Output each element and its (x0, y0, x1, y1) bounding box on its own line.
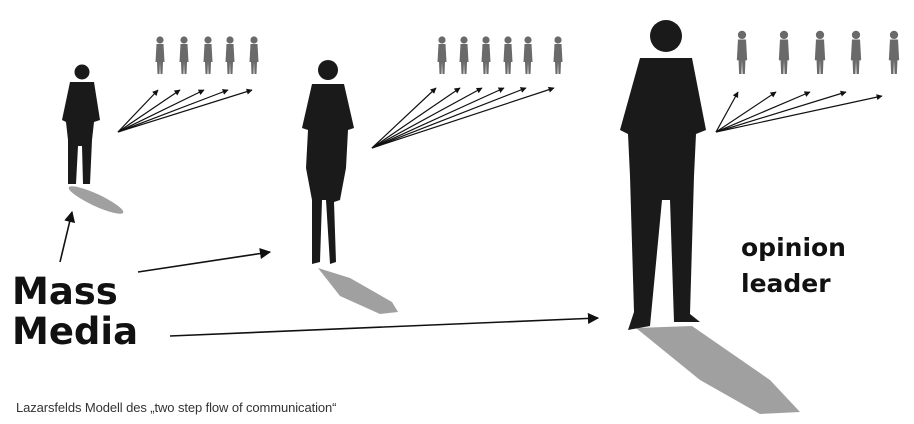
arrow-to-leader-3 (169, 312, 600, 337)
shadow-2 (318, 268, 398, 314)
arrows-to-followers-1 (117, 88, 253, 133)
followers-group-2 (437, 36, 563, 74)
caption: Lazarsfelds Modell des „two step flow of… (16, 400, 337, 415)
mass-media-label: Mass Media (12, 272, 138, 352)
opinion-leader-label: opinion leader (741, 230, 846, 302)
opinion-leader-figure-1 (62, 64, 124, 214)
opinion-leader-label-line1: opinion (741, 233, 846, 262)
mass-media-label-line2: Media (12, 310, 139, 353)
followers-group-1 (155, 36, 259, 74)
mass-media-label-line1: Mass (12, 270, 118, 313)
opinion-leader-figure-3 (620, 20, 800, 414)
arrow-to-leader-1 (59, 210, 76, 263)
arrows-to-followers-3 (715, 90, 883, 133)
followers-group-3 (736, 30, 900, 74)
shadow-3 (636, 326, 800, 414)
mass-media-arrows (59, 210, 600, 337)
opinion-leader-figure-2 (302, 60, 398, 314)
arrow-to-leader-2 (137, 247, 272, 273)
shadow-1 (68, 186, 124, 214)
opinion-leader-label-line2: leader (741, 269, 831, 298)
arrows-to-followers-2 (371, 86, 555, 149)
